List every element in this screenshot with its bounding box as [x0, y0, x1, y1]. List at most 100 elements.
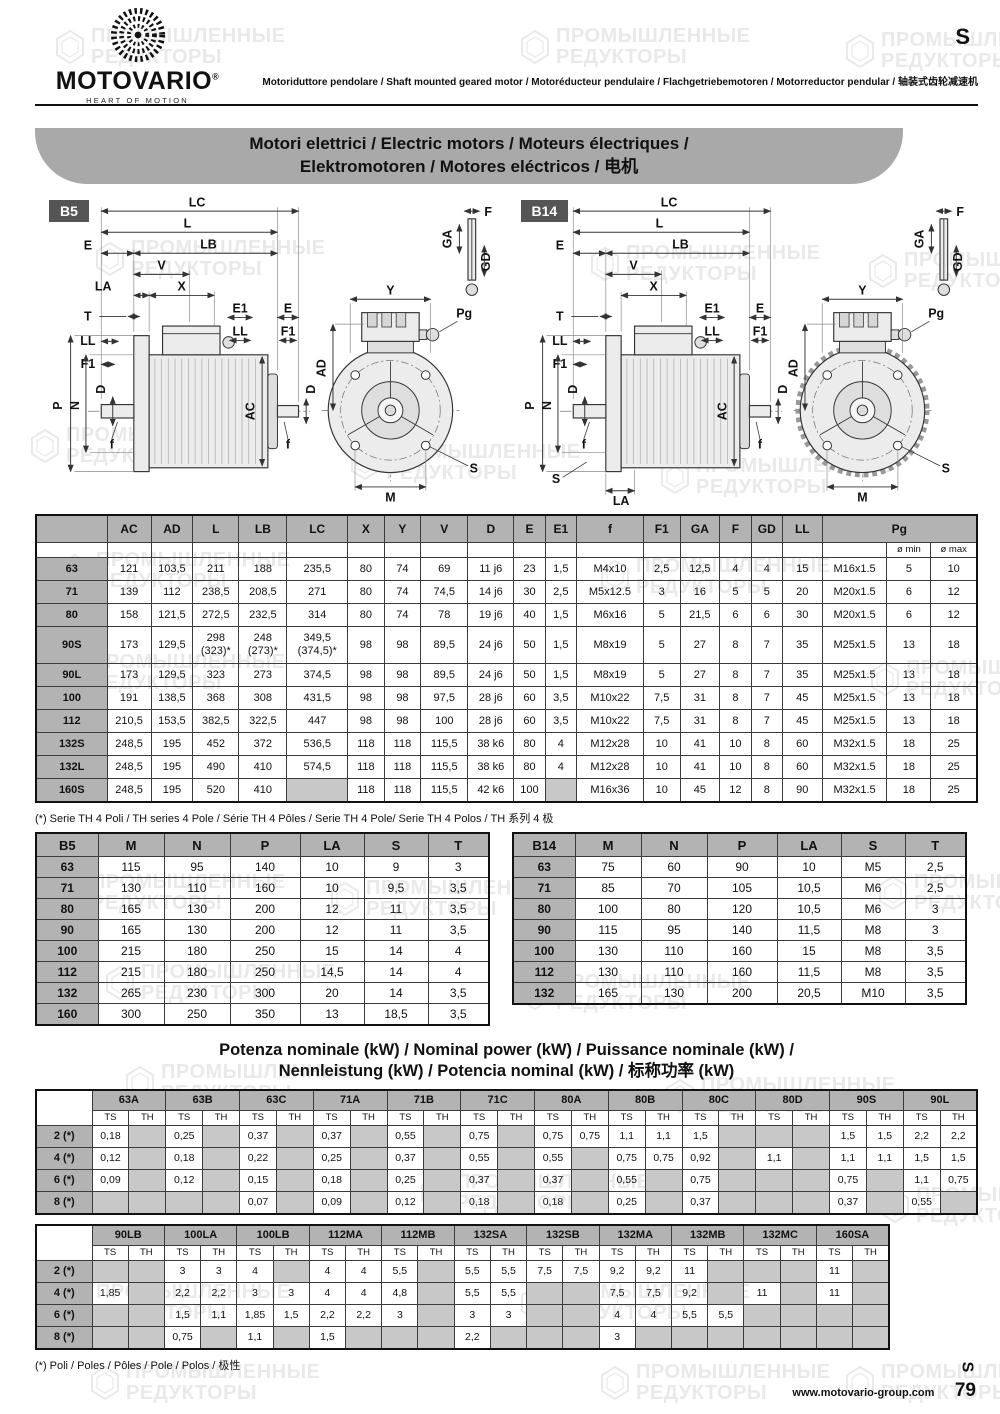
power1-value — [275, 1146, 314, 1170]
dim-label-t: T — [84, 309, 92, 323]
power2-value — [779, 1303, 817, 1327]
flange-b5-value: 3 — [427, 856, 490, 878]
dim-row-label: 63 — [35, 557, 108, 581]
power2-value — [127, 1325, 165, 1350]
power1-value: 0,12 — [91, 1146, 130, 1170]
dim-value: 80 — [513, 732, 546, 756]
section-letter: S — [955, 24, 970, 49]
dim-value: 410 — [238, 755, 288, 779]
flange-b5-value: 300 — [229, 982, 301, 1004]
power2-value: 11 — [815, 1259, 854, 1283]
dim-table-corner — [35, 514, 108, 543]
dim-value: 121,5 — [150, 603, 194, 627]
dim-value: 349,5 (374,5)* — [286, 626, 349, 664]
power1-value: 0,25 — [312, 1146, 351, 1170]
dim-label-fkey: F — [956, 205, 964, 219]
flange-b5-col-s: S — [363, 832, 429, 857]
power1-group-80a: 80A — [534, 1089, 609, 1111]
section-title-line1: Motori elettrici / Electric motors / Mot… — [249, 134, 689, 154]
dim-value: M8x19 — [576, 663, 644, 687]
power1-value — [423, 1168, 462, 1192]
dim-value: 19 j6 — [467, 603, 515, 627]
power1-value: 0,37 — [312, 1124, 351, 1148]
dim-value: 5 — [642, 663, 681, 687]
power1-value — [497, 1124, 535, 1148]
dim-label-s-side: S — [551, 472, 559, 486]
flange-b14-value: M6 — [840, 898, 906, 920]
power1-value — [165, 1190, 204, 1215]
power2-sub-ts: TS — [308, 1244, 347, 1261]
dim-sub-empty — [513, 542, 546, 558]
dim-value: 129,5 — [150, 626, 194, 664]
dim-value: 100 — [420, 709, 469, 733]
dim-label-t: T — [556, 309, 564, 323]
dim-value: 80 — [347, 557, 385, 581]
power2-value — [815, 1303, 854, 1327]
dim-value: 272,5 — [192, 603, 240, 627]
flange-b5-value: 3,5 — [427, 877, 490, 899]
power2-value — [417, 1281, 455, 1305]
power2-value — [272, 1325, 310, 1350]
footer-website[interactable]: www.motovario-group.com — [792, 1387, 935, 1399]
power2-value: 5,5 — [381, 1259, 419, 1283]
power1-value: 1,5 — [681, 1124, 720, 1148]
dim-sub-min: ø min — [886, 542, 932, 558]
diagram-b14: B14 — [507, 192, 979, 508]
power2-value — [815, 1325, 854, 1350]
footer-section-letter: S — [958, 1361, 976, 1373]
dim-value: 10 — [642, 755, 681, 779]
power2-group-132mb: 132MB — [670, 1224, 745, 1246]
dim-value: 98 — [383, 709, 422, 733]
dim-value: 520 — [192, 778, 240, 803]
power1-value — [202, 1168, 240, 1192]
power1-sub-th: TH — [865, 1109, 904, 1126]
dim-value: 30 — [781, 603, 823, 627]
dim-value: M32x1.5 — [821, 778, 888, 803]
power2-group-112ma: 112MA — [308, 1224, 383, 1246]
dim-value: 195 — [150, 778, 194, 803]
dim-col-f1: F1 — [642, 514, 681, 543]
flange-b5-value: 11 — [363, 898, 429, 920]
dim-label-e1: E1 — [232, 302, 247, 316]
dim-label-ad: AD — [786, 359, 800, 377]
power1-value — [128, 1168, 167, 1192]
dim-value: 118 — [383, 732, 422, 756]
dim-label-d2: D — [775, 385, 789, 394]
flange-b5-value: 140 — [229, 856, 301, 878]
flange-b5-value: 3,5 — [427, 982, 490, 1004]
power2-value: 1,1 — [236, 1325, 274, 1350]
power1-value: 1,1 — [755, 1146, 794, 1170]
power1-value: 0,75 — [644, 1146, 683, 1170]
dim-value: 431,5 — [286, 686, 349, 710]
dim-value: M5x12.5 — [576, 580, 644, 604]
dim-value: 248,5 — [106, 755, 152, 779]
power2-value: 5,5 — [453, 1259, 491, 1283]
power1-value — [423, 1124, 462, 1148]
power1-value: 0,55 — [534, 1146, 572, 1170]
watermark-line2: РЕДУКТОРЫ — [126, 1382, 258, 1404]
header-subtitle: Motoriduttore pendolare / Shaft mounted … — [262, 77, 978, 88]
dim-value: M25x1.5 — [821, 626, 888, 664]
motor-drawing: LC L E LB V X LA T — [51, 195, 493, 504]
dim-label-ad: AD — [314, 359, 328, 377]
power1-sub-th: TH — [423, 1109, 462, 1126]
dim-label-v: V — [629, 259, 638, 273]
power1-sub-th: TH — [497, 1109, 535, 1126]
power2-group-100la: 100LA — [163, 1224, 238, 1246]
dim-value: 153,5 — [150, 709, 194, 733]
dim-value: 98 — [347, 709, 385, 733]
power2-value: 2,2 — [308, 1303, 347, 1327]
motor-drawing: LC L E LB V X LA T — [522, 195, 964, 508]
dim-value: M32x1.5 — [821, 755, 888, 779]
power1-value: 0,18 — [91, 1124, 130, 1148]
flange-b14-value: 3,5 — [904, 940, 967, 962]
power2-corner — [35, 1224, 93, 1261]
dim-value: 12,5 — [679, 557, 721, 581]
power2-row-label: 6 (*) — [35, 1303, 93, 1327]
